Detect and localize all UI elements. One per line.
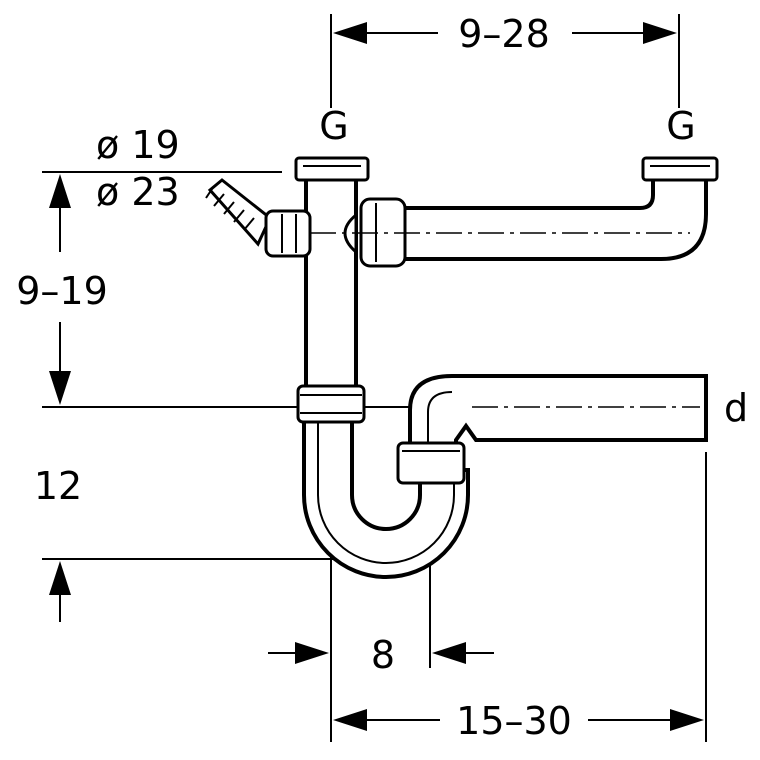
hose-diameter-large: ø 23 — [96, 170, 180, 214]
branch-pipe — [393, 176, 708, 261]
main-nut — [296, 384, 366, 424]
vertical-pipe — [304, 168, 358, 394]
bottom-dimension-label: 15–30 — [456, 699, 572, 743]
thread-label-right: G — [666, 104, 695, 148]
outlet-diameter-label: d — [724, 386, 748, 430]
outlet-nut — [396, 441, 466, 485]
trap-bend — [302, 416, 470, 579]
outlet-pipe — [408, 374, 708, 452]
right-inlet-nut — [641, 156, 719, 182]
hose-connector — [205, 178, 312, 258]
left-dimension-label: 9–19 — [16, 269, 108, 313]
offset-dimension — [268, 642, 494, 664]
top-dimension — [333, 22, 677, 44]
offset-label: 8 — [371, 633, 395, 677]
height-label: 12 — [34, 464, 82, 508]
thread-label-left: G — [319, 104, 348, 148]
siphon-body — [205, 156, 719, 579]
height-dimension — [49, 561, 71, 622]
bottom-dimension — [333, 709, 704, 731]
left-dimension — [49, 174, 71, 405]
hose-diameter-small: ø 19 — [96, 123, 180, 167]
left-inlet-nut — [294, 156, 370, 182]
top-dimension-label: 9–28 — [458, 12, 550, 56]
